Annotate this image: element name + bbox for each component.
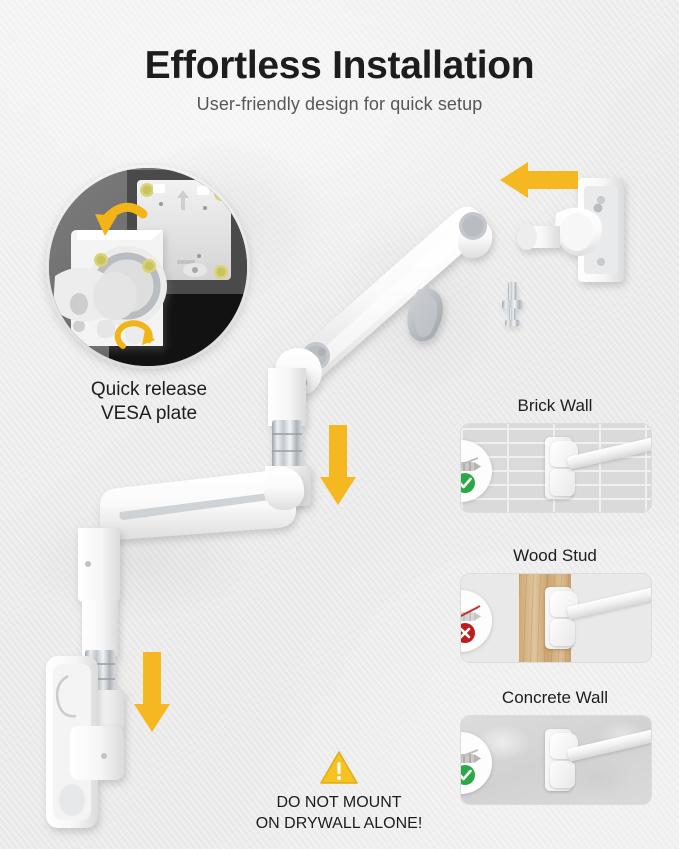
inset-caption: Quick release VESA plate	[34, 378, 264, 427]
drywall-warning: DO NOT MOUNT ON DRYWALL ALONE!	[243, 750, 435, 835]
warning-line2: ON DRYWALL ALONE!	[255, 814, 423, 832]
rotate-down-arrow-icon	[95, 202, 148, 236]
wall-anchor-icon	[461, 457, 481, 471]
wall-type-image-brick	[460, 423, 652, 513]
anchor-badge-brick	[461, 440, 492, 502]
insert-post-down-arrow	[320, 425, 356, 505]
wall-type-image-concrete	[460, 715, 652, 805]
wall-type-card-brick: Brick Wall	[460, 396, 652, 513]
inset-caption-line1: Quick release	[90, 379, 208, 400]
inset-caption-line2: VESA plate	[100, 403, 198, 425]
quick-release-plate	[53, 230, 167, 346]
mounting-bolt	[502, 282, 523, 326]
lower-horizontal-arm	[100, 466, 305, 540]
check-badge-icon	[461, 763, 477, 787]
wall-type-title-concrete: Concrete Wall	[501, 688, 609, 707]
wall-type-title-brick: Brick Wall	[517, 396, 593, 415]
quick-release-vesa-inset	[49, 168, 247, 366]
orientation-up-arrow	[177, 190, 189, 210]
wall-mount-plate	[46, 656, 124, 828]
wall-type-card-wood: Wood Stud	[460, 546, 652, 663]
page-subtitle: User-friendly design for quick setup	[196, 94, 483, 114]
gas-spring-arm	[275, 206, 493, 396]
anchor-badge-wood	[461, 590, 492, 652]
warning-text: DO NOT MOUNT ON DRYWALL ALONE!	[243, 793, 435, 835]
wall-bracket-assembly	[517, 178, 624, 282]
rotate-lock-arrow-icon	[114, 320, 155, 349]
warning-line1: DO NOT MOUNT	[276, 794, 402, 811]
wall-anchor-icon	[461, 749, 481, 763]
anchor-badge-concrete	[461, 732, 492, 794]
wall-type-card-concrete: Concrete Wall	[460, 688, 652, 805]
tension-adjust-knob	[407, 288, 443, 342]
wall-type-title-wood: Wood Stud	[513, 546, 597, 565]
page-title: Effortless Installation	[144, 44, 535, 87]
slide-bracket-left-arrow	[500, 162, 578, 198]
cross-badge-icon	[461, 621, 477, 645]
insert-post-down-arrow-lower	[134, 652, 170, 732]
check-badge-icon	[461, 471, 477, 495]
wall-type-image-wood	[460, 573, 652, 663]
warning-triangle-icon	[320, 751, 358, 784]
